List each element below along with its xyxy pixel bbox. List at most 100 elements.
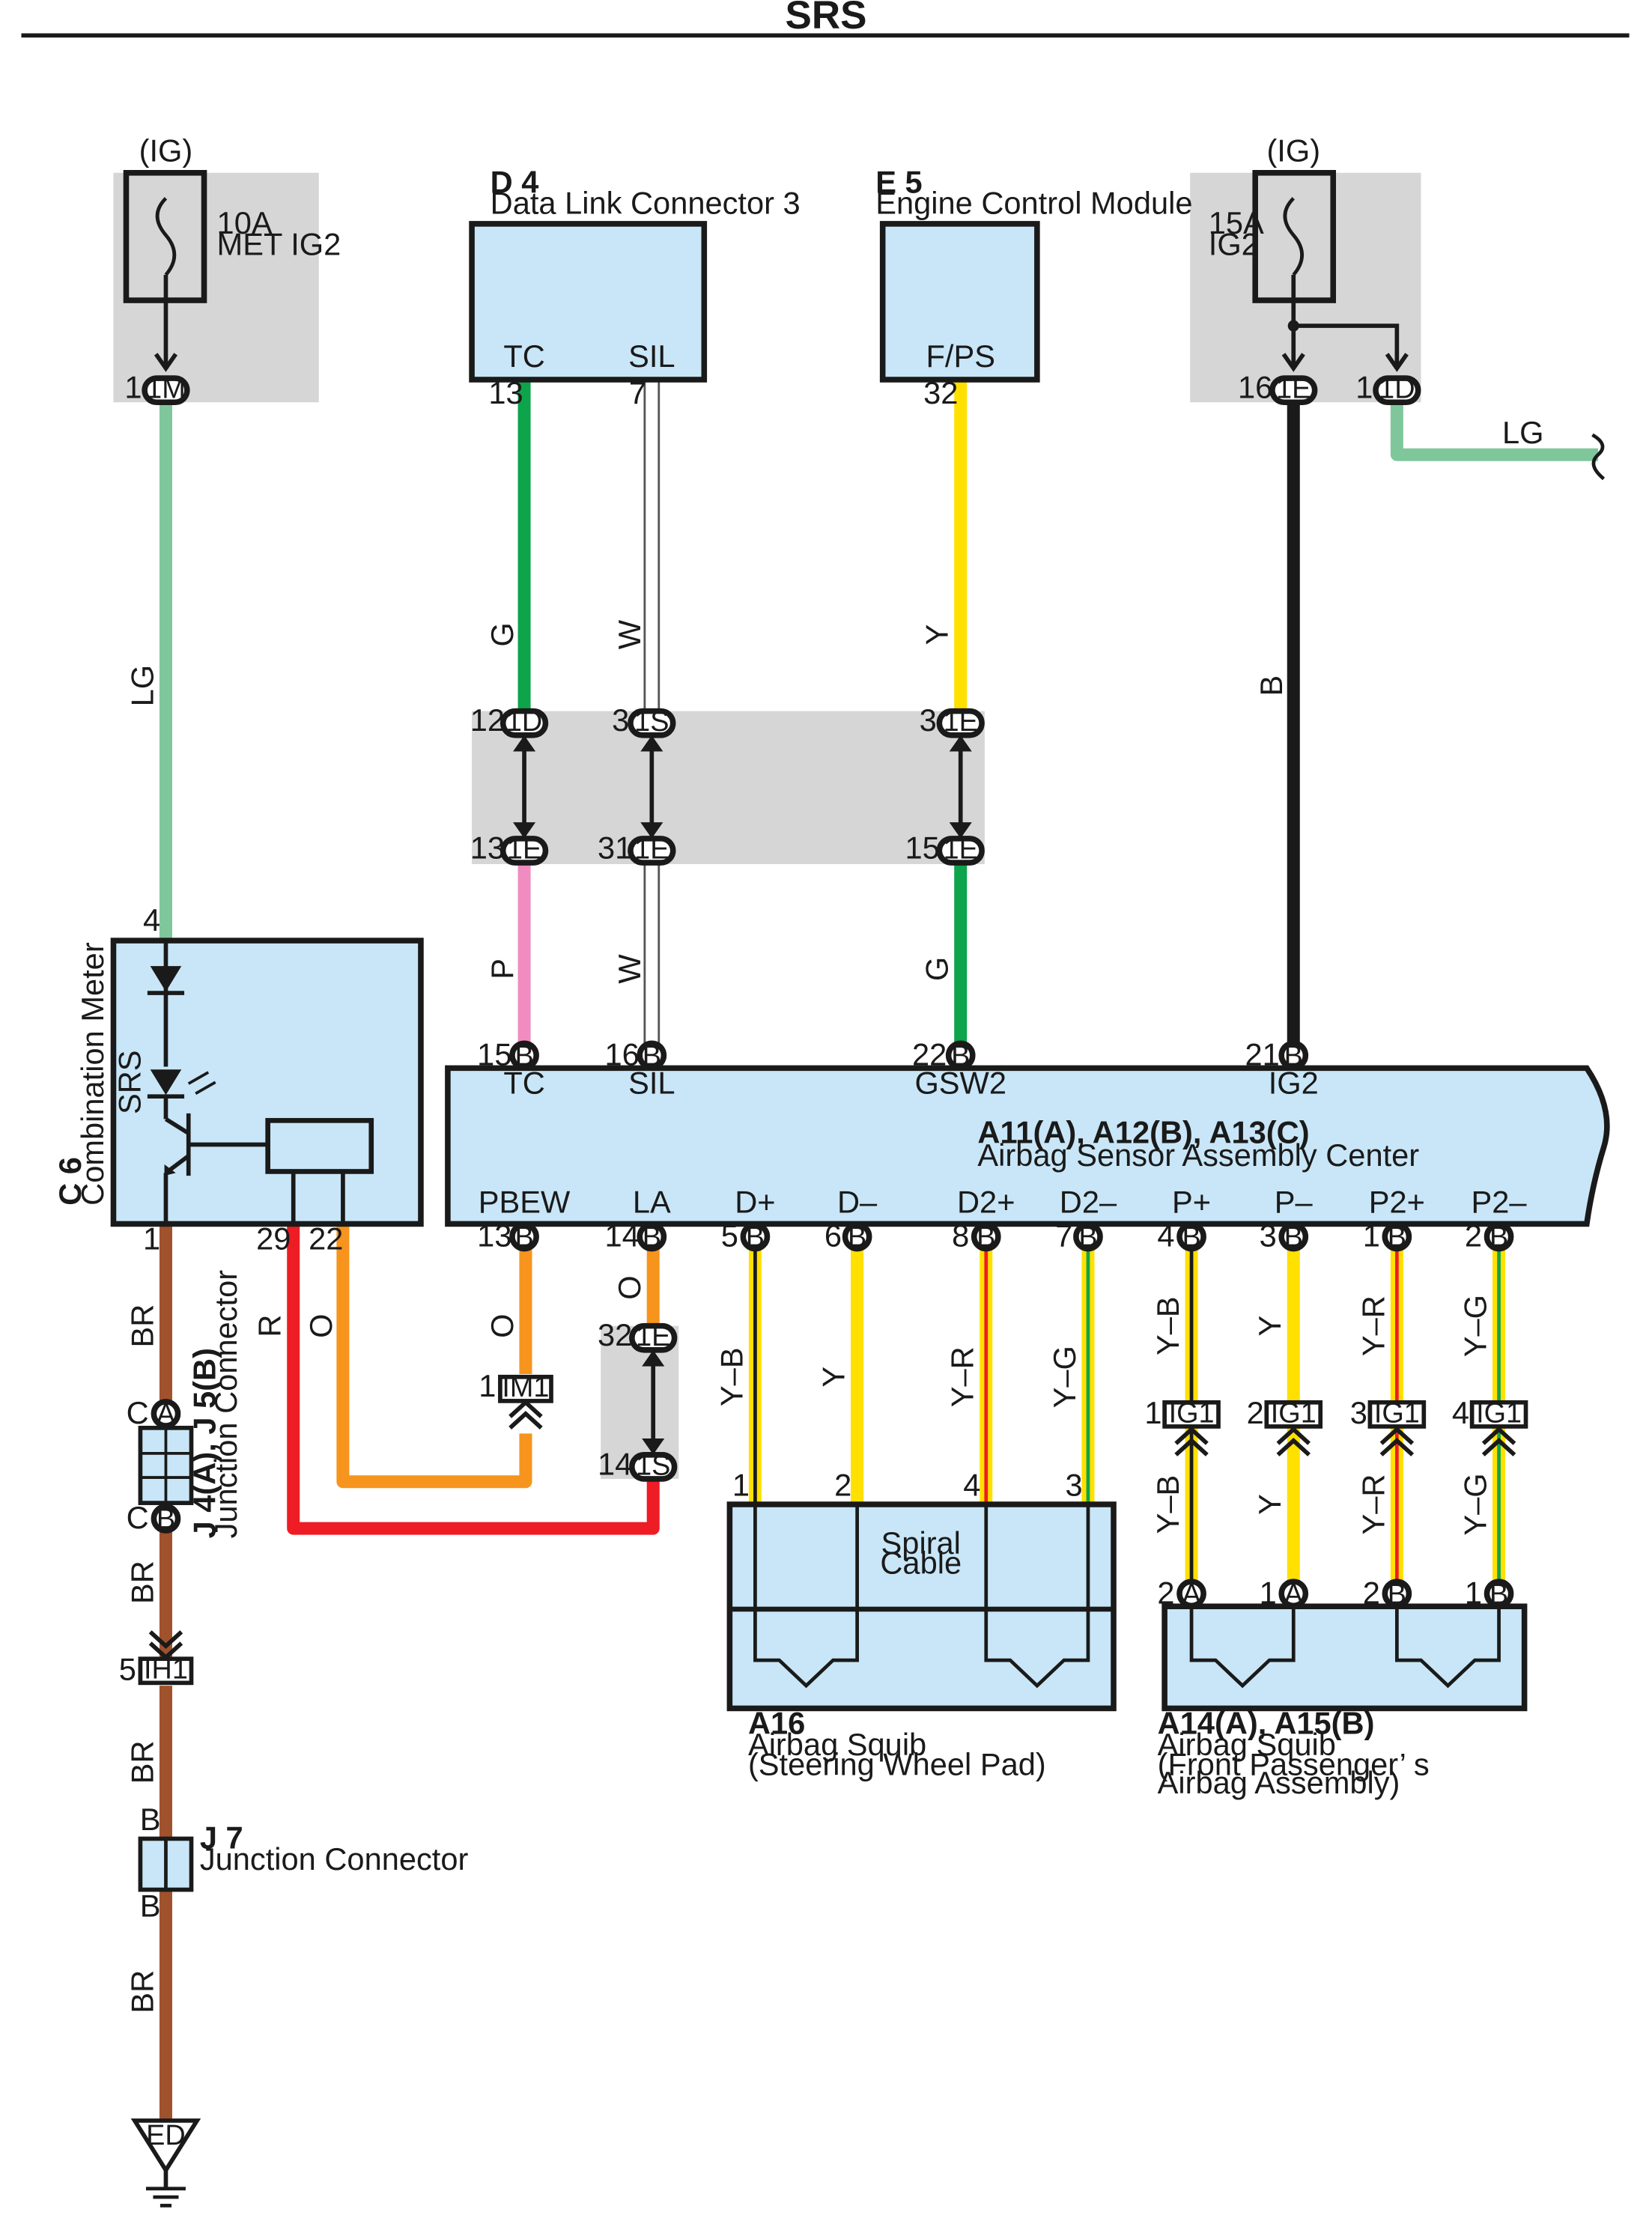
svg-text:B: B (140, 1802, 161, 1837)
j4-pin-a: A C (127, 1395, 181, 1430)
c6-pin-4: 4 (143, 902, 160, 938)
svg-text:Y–B: Y–B (1150, 1296, 1185, 1355)
svg-text:Airbag Squib: Airbag Squib (1158, 1727, 1336, 1762)
svg-text:C: C (127, 1395, 149, 1430)
passenger-airbag-squib-a14-a15: A14(A), A15(B) Airbag Squib (Front Passe… (1158, 1603, 1528, 1800)
pin-1e-31: 1E 31 (598, 830, 676, 866)
spiral-cable-a16: Spiral Cable A16 Airbag Squib (Steering … (726, 1501, 1117, 1781)
pin-1e-15: 1E 15 (905, 830, 985, 866)
pin-13-tc: 13 (488, 375, 523, 410)
spiral-pin-2: 2 (834, 1468, 851, 1503)
svg-text:Y–G: Y–G (1458, 1295, 1493, 1357)
squib-pin-2b: B 2 (1363, 1575, 1412, 1610)
ground-ed: ED (130, 2118, 201, 2208)
svg-text:13: 13 (477, 1218, 511, 1254)
svg-text:G: G (485, 622, 520, 646)
svg-text:BR: BR (124, 1970, 160, 2014)
svg-text:P+: P+ (1172, 1184, 1211, 1219)
svg-text:15: 15 (905, 830, 939, 865)
combination-meter-c6: SRS C 6 Combination Meter (52, 938, 424, 1227)
svg-text:Engine Control Module: Engine Control Module (875, 186, 1192, 221)
diagram-title: SRS (786, 0, 867, 37)
svg-text:3: 3 (1260, 1218, 1277, 1254)
wire-lg-right (1390, 402, 1598, 461)
asac-pin-22: B 22 (912, 1037, 976, 1072)
svg-text:B: B (1489, 1579, 1508, 1610)
asac-pin-21: B 21 (1245, 1037, 1309, 1072)
svg-text:Y–R: Y–R (1355, 1295, 1391, 1356)
pin-7-sil: 7 (629, 375, 646, 410)
svg-text:Spiral: Spiral (881, 1525, 961, 1561)
svg-text:(Steering Wheel Pad): (Steering Wheel Pad) (748, 1746, 1046, 1781)
svg-text:O: O (485, 1313, 520, 1337)
svg-text:Y: Y (1252, 1316, 1287, 1337)
svg-text:B: B (1489, 1222, 1508, 1254)
asac-pin-2: B 2 (1465, 1218, 1514, 1254)
svg-text:Junction Connector: Junction Connector (200, 1841, 469, 1877)
svg-text:Y–G: Y–G (1458, 1473, 1493, 1535)
svg-text:Y–R: Y–R (1355, 1474, 1391, 1535)
svg-text:P–: P– (1275, 1184, 1314, 1219)
svg-text:O: O (612, 1275, 647, 1299)
svg-text:SIL: SIL (628, 338, 675, 374)
wire-color-labels: LG G W Y B LG P W G BR R O O O Y–B Y Y–R… (124, 415, 1543, 2014)
svg-text:1: 1 (1144, 1395, 1161, 1430)
svg-text:1E: 1E (636, 1321, 670, 1352)
svg-text:J 4(A), J 5(B): J 4(A), J 5(B) (187, 1348, 222, 1538)
svg-text:D2+: D2+ (957, 1184, 1015, 1219)
connector-e5: E 5 Engine Control Module F/PS (875, 164, 1193, 383)
svg-text:P: P (485, 958, 520, 979)
svg-text:13: 13 (470, 830, 505, 865)
svg-text:1M: 1M (146, 374, 186, 405)
svg-text:3: 3 (1350, 1395, 1367, 1430)
svg-text:G: G (920, 957, 955, 981)
svg-text:Y–B: Y–B (1150, 1475, 1185, 1534)
svg-text:B: B (514, 1041, 533, 1072)
squib-pin-2a: A 2 (1157, 1575, 1206, 1610)
svg-text:2: 2 (1157, 1575, 1174, 1610)
svg-text:14: 14 (598, 1446, 632, 1481)
svg-text:A16: A16 (748, 1705, 805, 1740)
svg-text:2: 2 (1247, 1395, 1264, 1430)
spiral-pin-4: 4 (963, 1468, 980, 1503)
svg-text:15: 15 (477, 1037, 511, 1072)
svg-text:IG1: IG1 (1169, 1397, 1215, 1429)
svg-text:B: B (848, 1222, 866, 1254)
svg-text:1E: 1E (944, 706, 978, 738)
svg-text:1E: 1E (634, 833, 669, 865)
svg-text:SRS: SRS (112, 1050, 147, 1114)
svg-text:Airbag Assembly): Airbag Assembly) (1158, 1765, 1400, 1800)
svg-text:J 7: J 7 (200, 1820, 243, 1856)
svg-text:Combination Meter: Combination Meter (75, 942, 110, 1206)
svg-text:8: 8 (952, 1218, 969, 1254)
svg-text:B: B (746, 1222, 765, 1254)
squib-pin-1a: A 1 (1260, 1575, 1309, 1610)
svg-text:R: R (252, 1315, 288, 1337)
svg-text:A: A (157, 1399, 176, 1430)
connector-ig1-4: IG1 4 (1452, 1395, 1528, 1456)
j5-pin-b: B C (127, 1500, 181, 1535)
c6-pin-29: 29 (256, 1221, 291, 1256)
asac-pin-16: B 16 (604, 1037, 667, 1072)
svg-text:1: 1 (1355, 370, 1373, 405)
svg-text:1S: 1S (634, 706, 669, 738)
svg-text:12: 12 (470, 702, 505, 738)
svg-text:IG1: IG1 (1374, 1397, 1420, 1429)
svg-text:Cable: Cable (880, 1546, 962, 1581)
pin-1e-3: 1E 3 (920, 702, 985, 738)
connector-ig1-1: IG1 1 (1144, 1395, 1221, 1456)
svg-text:Airbag Sensor Assembly Center: Airbag Sensor Assembly Center (977, 1137, 1419, 1173)
connector-ih1: IH1 5 (119, 1630, 194, 1687)
svg-text:IG2: IG2 (1209, 227, 1259, 262)
pin-1e-top: 1E 16 (1238, 370, 1318, 406)
svg-text:TC: TC (503, 1065, 544, 1100)
svg-text:1S: 1S (636, 1450, 670, 1481)
pin-32-fps: 32 (923, 375, 958, 410)
fuse-block-left (113, 172, 319, 403)
wire-lg-right-break (1591, 433, 1606, 481)
svg-text:IG1: IG1 (1271, 1397, 1317, 1429)
svg-text:A14(A), A15(B): A14(A), A15(B) (1158, 1705, 1375, 1740)
svg-text:1: 1 (479, 1368, 496, 1403)
svg-text:B: B (1078, 1222, 1097, 1254)
